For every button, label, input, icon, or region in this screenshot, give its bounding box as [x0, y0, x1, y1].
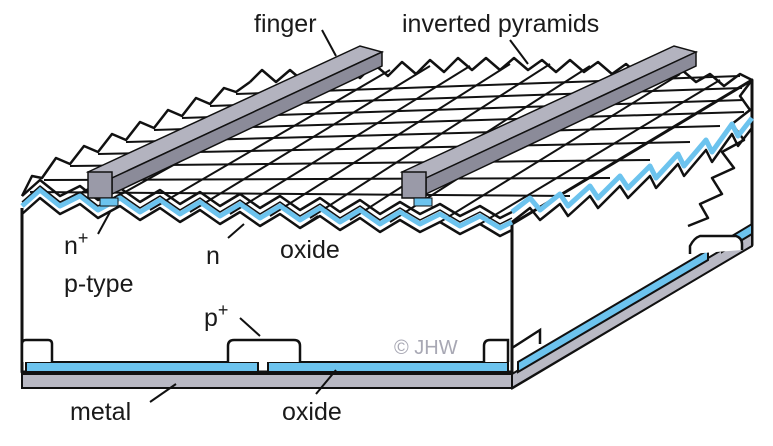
metal-finger-left	[85, 45, 385, 207]
label-oxide-bottom: oxide	[282, 398, 342, 426]
label-metal: metal	[70, 398, 131, 426]
copyright-watermark: © JHW	[394, 337, 458, 359]
rear-metal-layer	[21, 373, 513, 389]
metal-finger-right	[399, 45, 699, 207]
label-p-type: p-type	[64, 270, 133, 298]
label-finger: finger	[254, 10, 317, 38]
front-texture-edge	[20, 178, 514, 238]
p-plus-contact-left	[20, 338, 54, 362]
rear-oxide-left	[25, 361, 259, 373]
rear-oxide-right	[267, 361, 509, 373]
label-n: n	[206, 242, 220, 270]
label-oxide-top: oxide	[280, 236, 340, 264]
rear-structure-side	[511, 222, 753, 390]
label-n-plus: n+	[64, 228, 88, 260]
front-oxide-layer	[20, 187, 514, 231]
p-plus-contact-middle	[226, 338, 302, 362]
label-p-plus: p+	[204, 300, 228, 332]
label-inverted-pyramids: inverted pyramids	[402, 10, 599, 38]
leader-lines	[97, 29, 529, 403]
side-texture-edge	[510, 116, 754, 223]
p-plus-contact-right	[482, 338, 510, 362]
